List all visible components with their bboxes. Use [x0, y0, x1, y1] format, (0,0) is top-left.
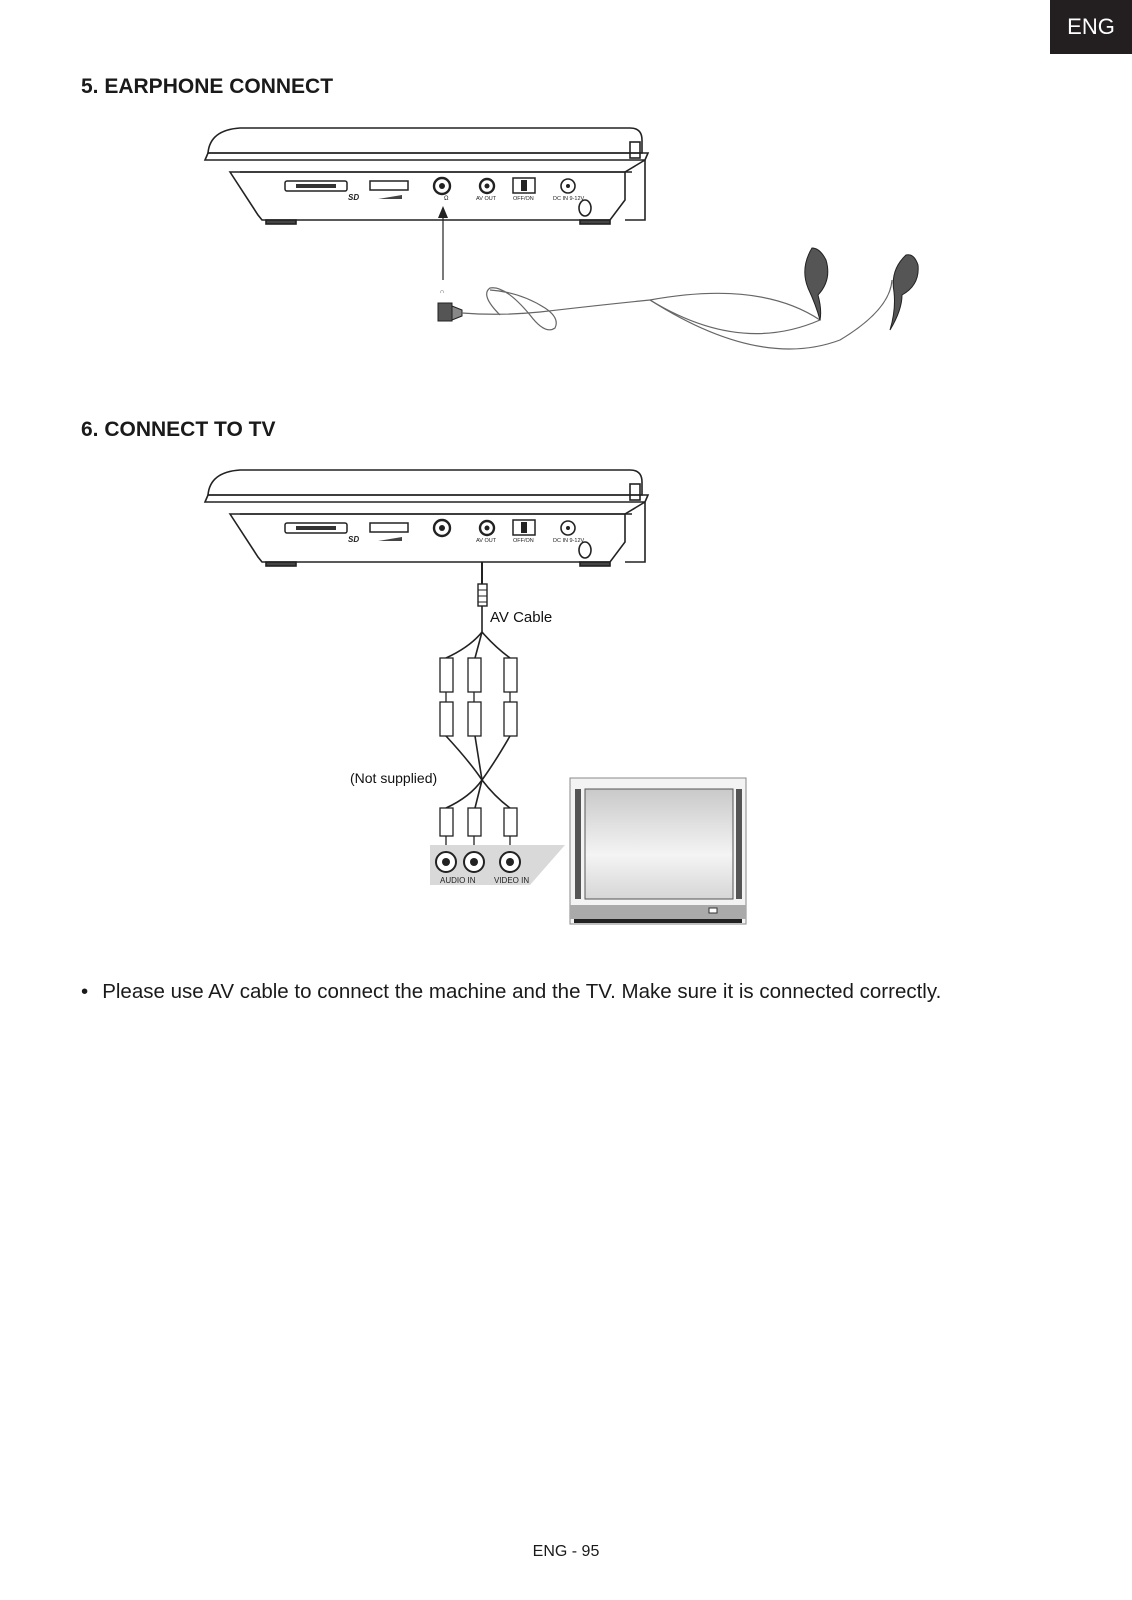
svg-text:Ω: Ω — [444, 196, 449, 202]
svg-text:∩: ∩ — [440, 289, 444, 295]
earbud-left-icon — [804, 247, 829, 321]
bullet: • — [81, 980, 89, 1003]
port-panel-2: SD AV OUT OFF/ON DC IN 9-12V — [284, 518, 585, 544]
av-cable-wires — [445, 606, 511, 809]
port-label-av-out-2: AV OUT — [476, 538, 497, 544]
language-tab: ENG — [1050, 0, 1132, 54]
page-number: ENG - 95 — [532, 1543, 600, 1560]
port-label-off-on-2: OFF/ON — [513, 538, 534, 544]
instruction-text: Please use AV cable to connect the machi… — [102, 980, 942, 1003]
tv-icon — [569, 777, 747, 925]
tv-input-panel: AUDIO IN VIDEO IN — [430, 845, 565, 885]
dvd-player-side-view-2 — [203, 469, 650, 567]
not-supplied-label: (Not supplied) — [350, 770, 437, 786]
earphone-cable — [461, 279, 893, 350]
sd-label-2: SD — [348, 535, 359, 544]
port-panel: SD Ω AV OUT OFF/ON DC IN 9-12V — [284, 176, 585, 202]
sd-label: SD — [348, 193, 359, 202]
section-title-earphone: 5. EARPHONE CONNECT — [81, 75, 334, 98]
earbud-right-icon — [889, 254, 919, 331]
port-label-off-on: OFF/ON — [513, 196, 534, 202]
rca-plug-pairs — [439, 657, 518, 846]
instruction-item: • Please use AV cable to connect the mac… — [81, 980, 1081, 1004]
jack-label-audio-in: AUDIO IN — [440, 876, 476, 885]
av-cable-label: AV Cable — [490, 609, 552, 626]
connect-arrow — [438, 206, 448, 280]
jack-label-video-in: VIDEO IN — [494, 876, 529, 885]
av-plug — [477, 562, 488, 607]
earphone-plug: ∩ — [437, 289, 463, 322]
earphone-connect-figure: SD Ω AV OUT OFF/ON DC IN 9-12V ∩ — [203, 127, 919, 350]
section-title-tv: 6. CONNECT TO TV — [81, 418, 276, 441]
port-label-av-out: AV OUT — [476, 196, 497, 202]
port-label-dc-in-2: DC IN 9-12V — [553, 538, 585, 544]
dvd-player-side-view — [203, 127, 650, 225]
port-label-dc-in: DC IN 9-12V — [553, 196, 585, 202]
tv-connect-figure: SD AV OUT OFF/ON DC IN 9-12V AV Cable — [203, 469, 747, 925]
